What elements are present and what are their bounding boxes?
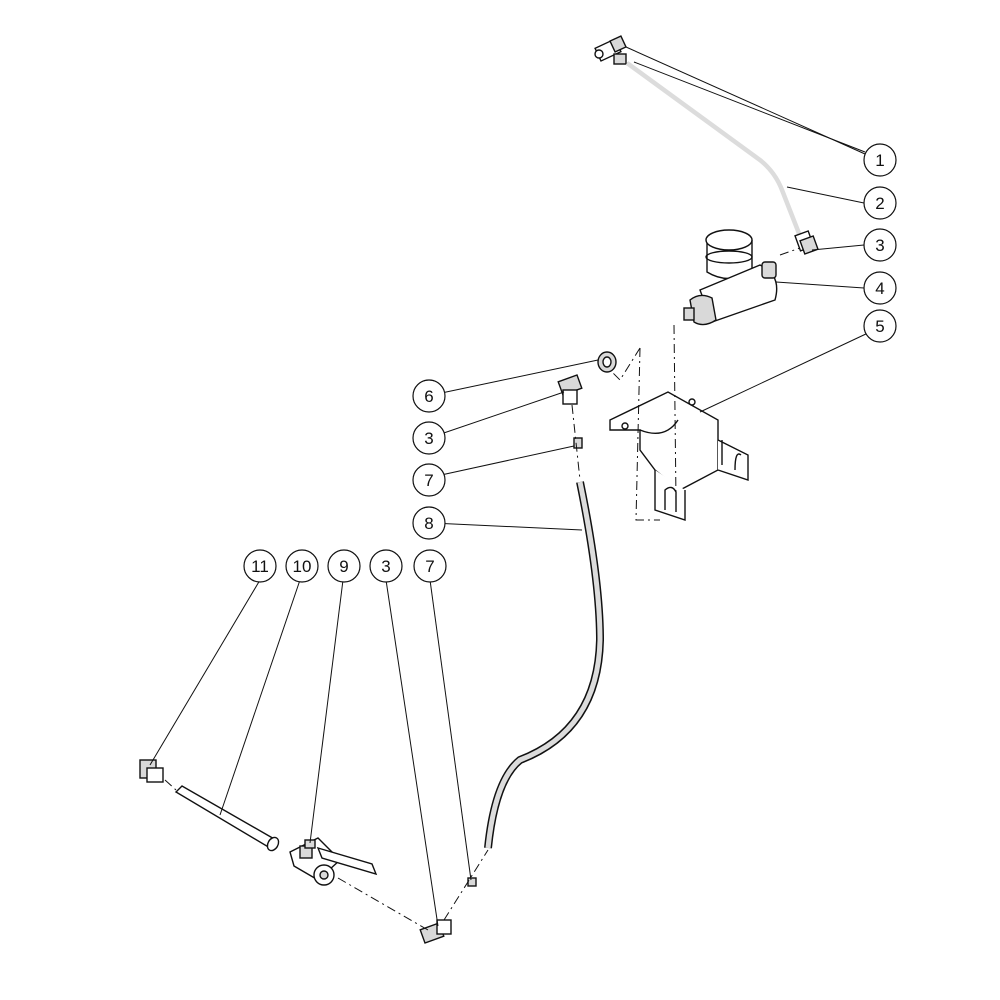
leader-lines [149, 46, 869, 927]
washer-part-7-bottom [467, 877, 477, 887]
assembly-centerlines [164, 247, 801, 931]
callout-8: 8 [412, 506, 446, 540]
callout-label: 9 [339, 557, 348, 576]
callout-11: 11 [243, 549, 277, 583]
callout-label: 7 [425, 557, 434, 576]
callout-label: 7 [424, 471, 433, 490]
callout-6: 6 [412, 379, 446, 413]
callout-label: 11 [251, 557, 269, 576]
callout-4: 4 [863, 271, 897, 305]
callout-label: 4 [875, 279, 884, 298]
callout-label: 2 [875, 194, 884, 213]
callout-3-mid: 3 [412, 421, 446, 455]
tee-fitting-top [594, 35, 627, 65]
pipe-nipple-part-10 [174, 785, 280, 852]
ball-valve-part-9 [289, 837, 378, 886]
callout-label: 6 [424, 387, 433, 406]
callout-10: 10 [285, 549, 319, 583]
callout-3-bottom: 3 [369, 549, 403, 583]
callout-7-top: 7 [412, 463, 446, 497]
callout-label: 3 [381, 557, 390, 576]
callout-9: 9 [327, 549, 361, 583]
callout-label: 3 [875, 236, 884, 255]
callout-label: 10 [293, 557, 312, 576]
elbow-fitting-part-3-mid [557, 374, 583, 405]
elbow-fitting-part-3-bottom [419, 919, 452, 944]
callout-label: 3 [424, 429, 433, 448]
callout-label: 1 [875, 151, 884, 170]
tube-part-2 [625, 61, 803, 237]
hose-part-8 [484, 481, 605, 849]
bracket-part-5 [609, 391, 749, 521]
callout-2: 2 [863, 186, 897, 220]
nut-part-6 [597, 351, 617, 373]
callout-3-top: 3 [863, 228, 897, 262]
callout-label: 8 [424, 514, 433, 533]
callout-5: 5 [863, 309, 897, 343]
reservoir-part-4 [683, 229, 778, 326]
part-fittings-top [594, 35, 819, 255]
callout-1: 1 [863, 143, 897, 177]
callout-label: 5 [875, 317, 884, 336]
elbow-fitting-part-3-top [794, 230, 819, 255]
washer-part-7-top [573, 437, 583, 449]
elbow-part-11 [139, 759, 164, 783]
callout-7-bottom: 7 [413, 549, 447, 583]
